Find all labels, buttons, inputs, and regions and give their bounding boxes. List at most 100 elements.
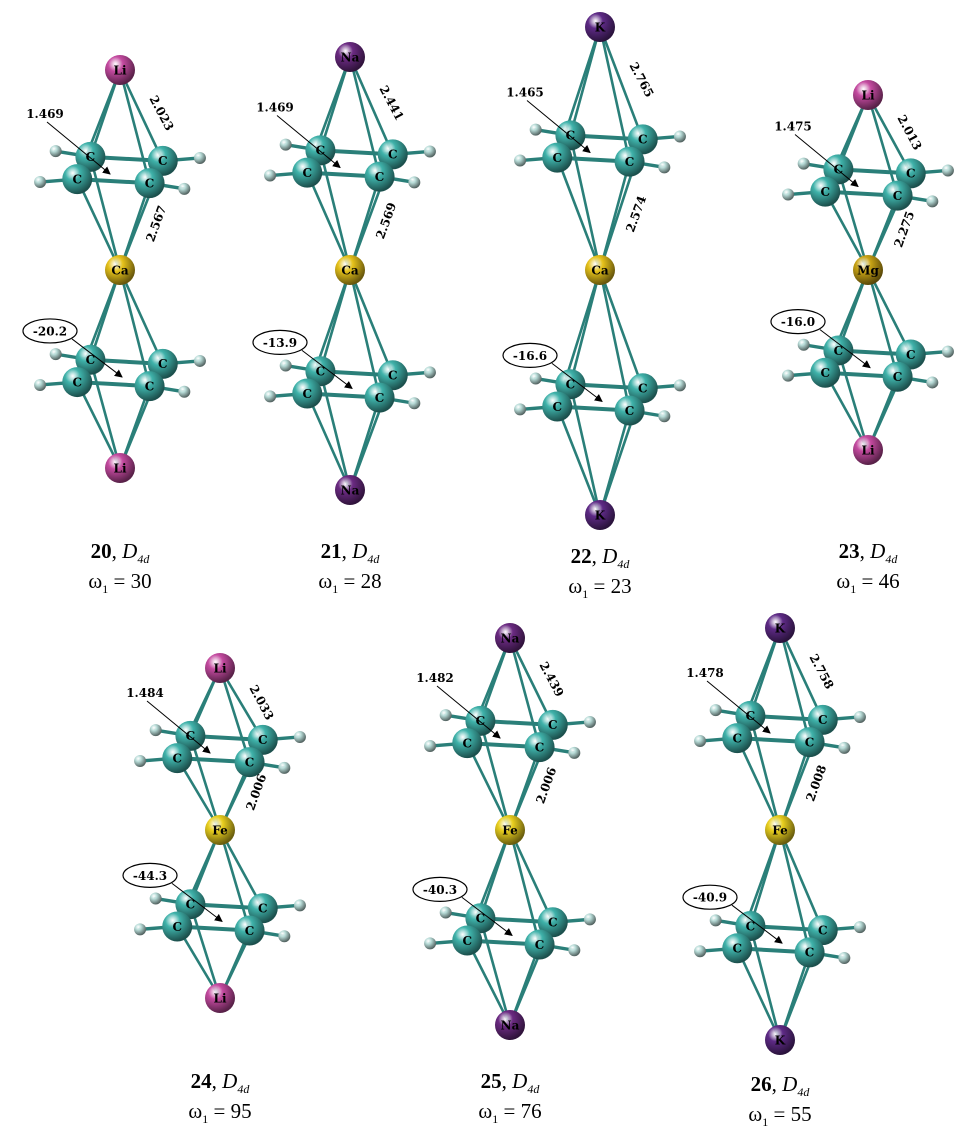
hydrogen-atom bbox=[423, 366, 436, 379]
hydrogen-atom bbox=[134, 923, 147, 936]
point-group-subscript: 4d bbox=[367, 552, 380, 567]
svg-text:C: C bbox=[186, 898, 196, 912]
bond bbox=[465, 939, 512, 1027]
bond bbox=[118, 68, 165, 163]
nics-value: -20.2 bbox=[33, 324, 67, 338]
hydrogen-atom bbox=[529, 123, 542, 136]
nics-arrow bbox=[731, 904, 783, 944]
bond bbox=[465, 741, 512, 832]
svg-text:Na: Na bbox=[341, 483, 360, 497]
apex-bond-length-label: 2.441 bbox=[377, 83, 407, 123]
bond bbox=[118, 268, 151, 388]
svg-text:C: C bbox=[906, 348, 916, 362]
bond bbox=[348, 268, 395, 377]
hydrogen-atom bbox=[941, 164, 954, 177]
bond bbox=[778, 626, 825, 722]
svg-text:C: C bbox=[158, 154, 168, 168]
hydrogen-atom bbox=[782, 369, 795, 382]
hydrogen-atom bbox=[279, 138, 292, 151]
hydrogen-atom bbox=[439, 906, 452, 919]
point-group: D bbox=[512, 1069, 528, 1093]
point-group: D bbox=[222, 1069, 238, 1093]
bond bbox=[89, 358, 122, 470]
svg-text:C: C bbox=[186, 729, 196, 743]
bond bbox=[735, 947, 782, 1042]
svg-text:C: C bbox=[834, 344, 844, 358]
bond bbox=[735, 736, 782, 832]
hydrogen-atom bbox=[134, 755, 147, 768]
nics-value: -40.9 bbox=[693, 891, 727, 905]
omega-value: = 76 bbox=[503, 1099, 542, 1124]
nics-value-oval: -40.3 bbox=[412, 876, 468, 903]
carbon-atom: C bbox=[895, 158, 926, 189]
point-group-subscript: 4d bbox=[885, 552, 898, 567]
point-group: D bbox=[782, 1072, 798, 1096]
omega-subscript: 1 bbox=[202, 1112, 209, 1127]
hydrogen-atom bbox=[193, 354, 206, 367]
apex-atom-li: Li bbox=[205, 653, 235, 683]
carbon-atom: C bbox=[882, 361, 913, 392]
hydrogen-atom bbox=[797, 338, 810, 351]
center-bond-length-label: 2.574 bbox=[623, 194, 649, 234]
svg-text:C: C bbox=[258, 902, 268, 916]
center-bond-length-label: 2.006 bbox=[533, 765, 559, 805]
svg-text:Li: Li bbox=[214, 991, 227, 1005]
hydrogen-atom bbox=[279, 359, 292, 372]
center-bond-length-label: 2.008 bbox=[803, 763, 829, 803]
svg-text:C: C bbox=[893, 370, 903, 384]
bottom-atom-li: Li bbox=[853, 435, 883, 465]
svg-text:Na: Na bbox=[501, 631, 520, 645]
nics-arrow bbox=[171, 882, 223, 922]
hydrogen-atom bbox=[34, 378, 47, 391]
hydrogen-atom bbox=[178, 385, 191, 398]
bond bbox=[866, 93, 899, 197]
carbon-atom: C bbox=[452, 728, 483, 759]
center-atom-fe: Fe bbox=[205, 815, 235, 845]
point-group: D bbox=[602, 544, 618, 568]
point-group-subscript: 4d bbox=[137, 552, 150, 567]
bottom-atom-na: Na bbox=[495, 1010, 525, 1040]
cc-bond-length-label: 1.475 bbox=[774, 120, 812, 134]
svg-text:C: C bbox=[316, 144, 326, 158]
svg-text:C: C bbox=[375, 170, 385, 184]
carbon-atom: C bbox=[62, 367, 93, 398]
svg-text:C: C bbox=[625, 155, 635, 169]
point-group: D bbox=[352, 539, 368, 563]
hydrogen-atom bbox=[583, 913, 596, 926]
omega-symbol: ω bbox=[748, 1102, 763, 1127]
svg-text:C: C bbox=[548, 718, 558, 732]
cc-bond-length-label: 1.469 bbox=[26, 107, 64, 121]
hydrogen-atom bbox=[439, 709, 452, 722]
svg-text:Fe: Fe bbox=[772, 823, 788, 837]
carbon-atom: C bbox=[364, 161, 395, 192]
svg-text:Li: Li bbox=[114, 461, 127, 475]
svg-text:Mg: Mg bbox=[857, 263, 879, 277]
svg-text:C: C bbox=[72, 172, 82, 186]
svg-text:C: C bbox=[893, 189, 903, 203]
carbon-atom: C bbox=[807, 704, 838, 735]
carbon-atom: C bbox=[234, 915, 265, 946]
hydrogen-atom bbox=[278, 930, 291, 943]
carbon-atom: C bbox=[364, 382, 395, 413]
bond bbox=[218, 666, 251, 764]
svg-text:C: C bbox=[258, 733, 268, 747]
nics-arrow bbox=[71, 338, 123, 378]
bond bbox=[508, 636, 541, 749]
bond bbox=[598, 268, 645, 390]
hydrogen-atom bbox=[583, 715, 596, 728]
carbon-atom: C bbox=[794, 937, 825, 968]
apex-bond-length-label: 2.439 bbox=[537, 659, 567, 699]
molecule-number: 22 bbox=[570, 544, 592, 568]
carbon-atom: C bbox=[134, 371, 165, 402]
bond bbox=[598, 25, 645, 141]
nics-value: -13.9 bbox=[263, 336, 297, 350]
carbon-atom: C bbox=[305, 356, 336, 387]
hydrogen-atom bbox=[424, 937, 437, 950]
bond bbox=[508, 636, 555, 727]
carbon-atom: C bbox=[162, 743, 193, 774]
carbon-atom: C bbox=[134, 168, 165, 199]
point-group: D bbox=[870, 539, 886, 563]
omega-value: = 30 bbox=[113, 569, 152, 594]
